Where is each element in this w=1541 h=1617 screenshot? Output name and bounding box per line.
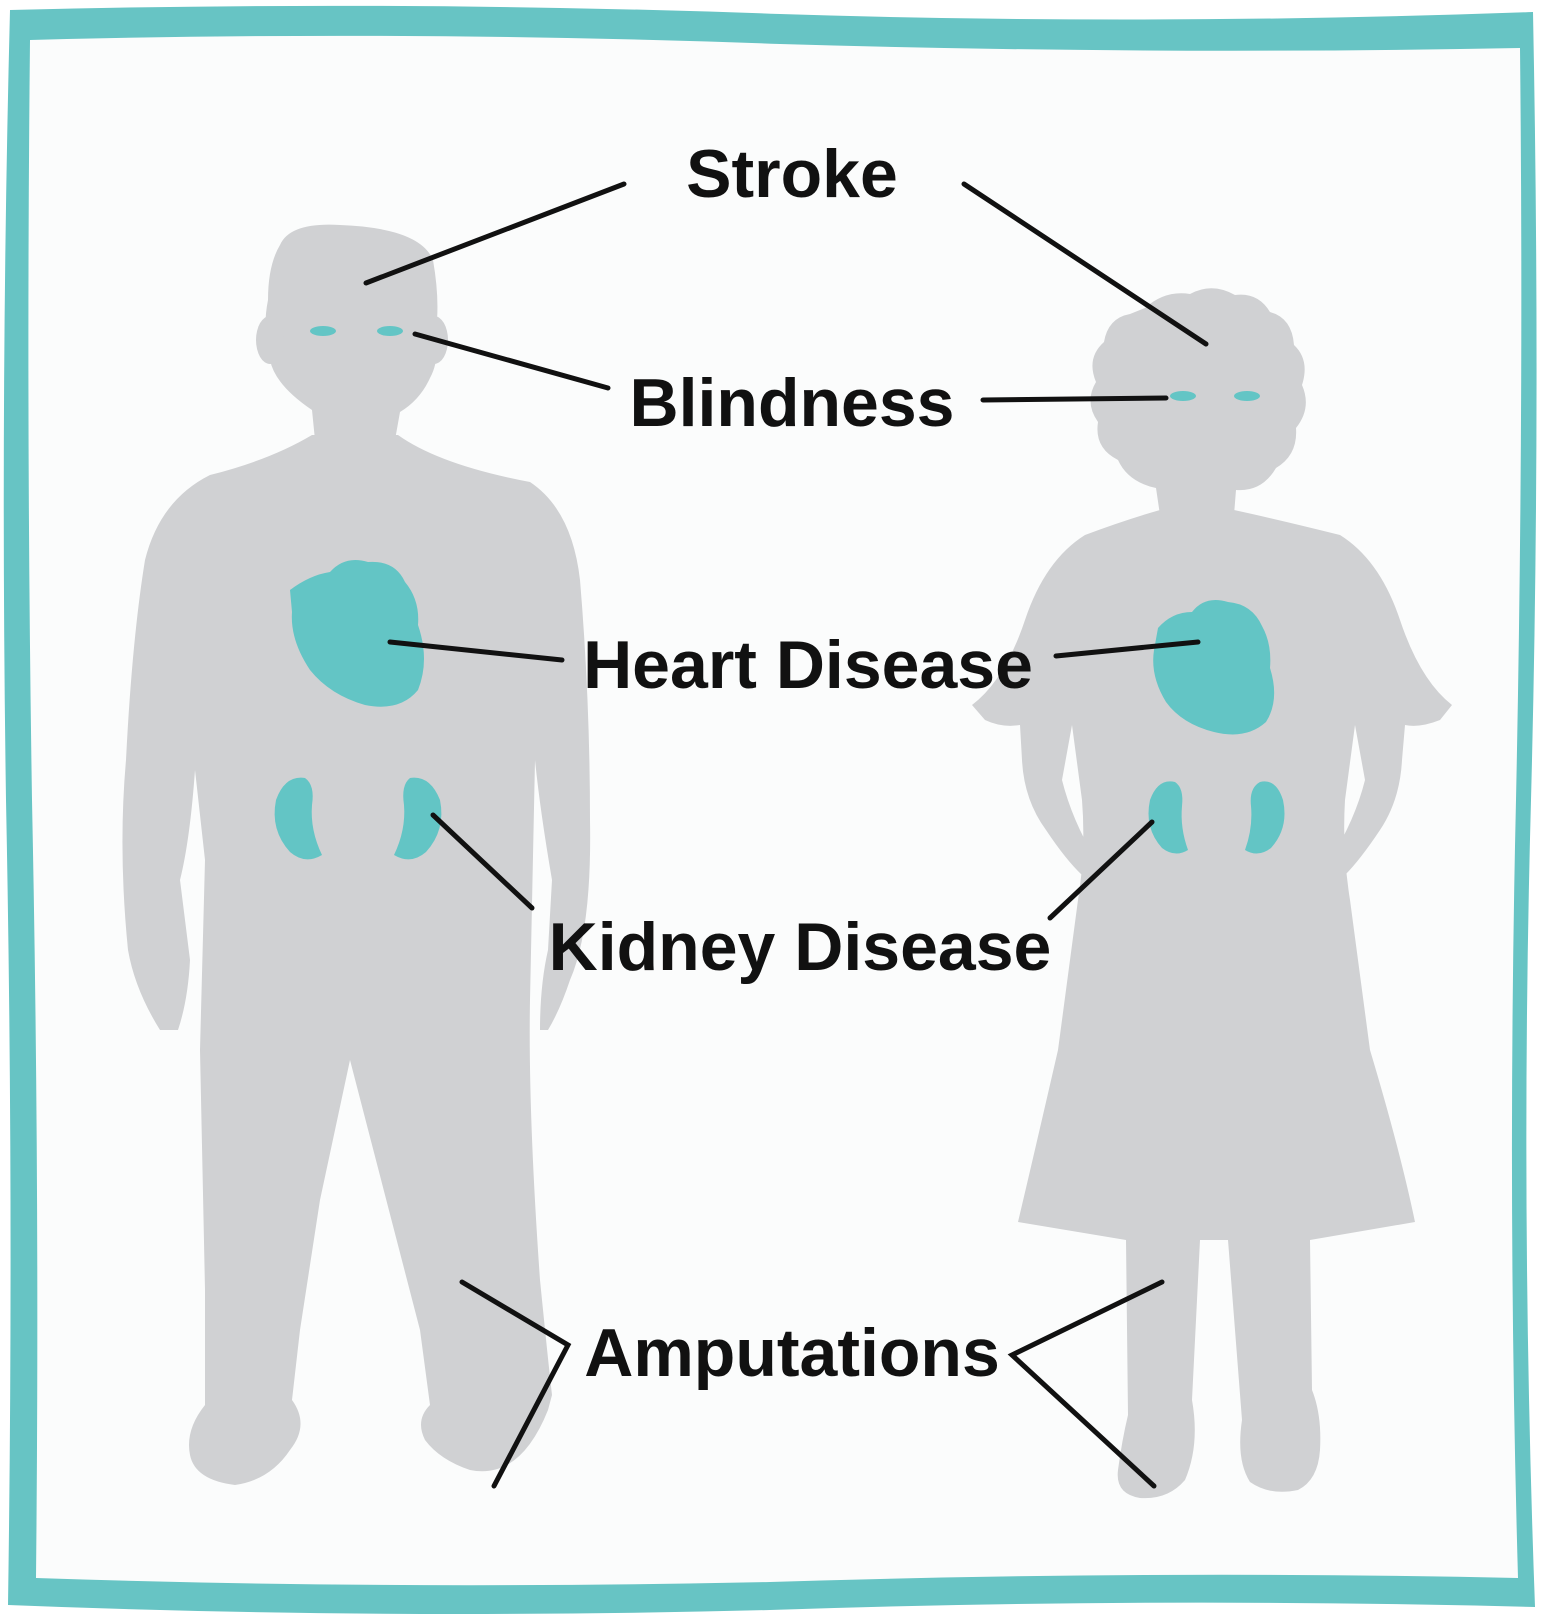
woman-eye-right (1234, 391, 1260, 401)
label-stroke: Stroke (686, 136, 898, 212)
woman-eye-left (1170, 391, 1196, 401)
label-heart-disease: Heart Disease (583, 627, 1033, 703)
man-eye-left (310, 326, 336, 336)
label-amputations: Amputations (584, 1315, 1000, 1391)
man-eye-right (377, 326, 403, 336)
label-blindness: Blindness (630, 365, 955, 441)
man-ear-left (256, 316, 284, 364)
label-kidney-disease: Kidney Disease (549, 909, 1052, 985)
blindness-leader-woman (983, 398, 1166, 400)
